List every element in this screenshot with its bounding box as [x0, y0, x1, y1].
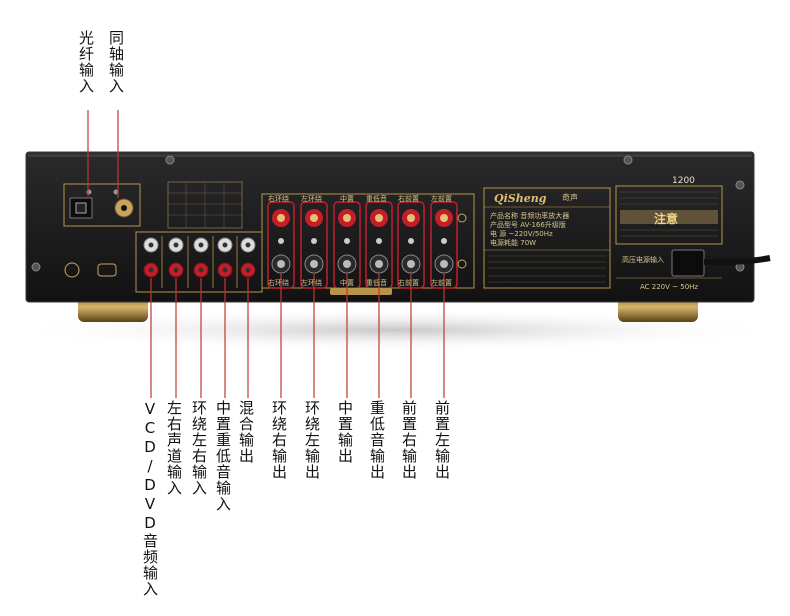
terminal-label-bottom: 右前置 [398, 279, 419, 287]
brand-cn: 奇声 [562, 193, 578, 202]
spec-row: 电源耗能 70W [490, 239, 537, 247]
terminal-label-top: 左前置 [431, 195, 452, 203]
label-surround-left-out: 环绕左输出 [303, 400, 321, 480]
label-center-sub-input: 中置重低音输入 [214, 400, 232, 512]
spec-row: 电 源 ~220V/50Hz [490, 230, 553, 238]
power-rating: AC 220V ~ 50Hz [640, 283, 699, 291]
power-cord [703, 255, 771, 265]
rca-jacks [143, 237, 256, 278]
label-lr-input: 左右声道输入 [165, 400, 183, 496]
terminal-label-top: 重低音 [366, 195, 387, 203]
screw [623, 155, 633, 165]
terminal-label-bottom: 左环绕 [301, 279, 322, 287]
label-surround-lr-input: 环绕左右输入 [190, 400, 208, 496]
floor-shadow [5, 308, 785, 352]
spec-row: 产品型号 AV-166升级版 [490, 221, 566, 229]
terminal-label-top: 左环绕 [301, 195, 322, 203]
terminal-label-bottom: 左前置 [431, 279, 452, 287]
screw [165, 155, 175, 165]
terminal-label-top: 右前置 [398, 195, 419, 203]
label-optical-input: 光纤输入 [77, 30, 95, 94]
digital-input-block [63, 183, 141, 227]
warning-title: 注意 [654, 212, 679, 226]
terminal-label-bottom: 中置 [340, 279, 354, 287]
ccc-mark-icon [97, 263, 117, 277]
label-mix-output: 混合输出 [237, 400, 255, 464]
label-subwoofer-out: 重低音输出 [368, 400, 386, 480]
terminal-label-top: 右环绕 [268, 195, 289, 203]
screw [31, 262, 41, 272]
warning-plate [615, 185, 723, 245]
chassis [25, 151, 755, 303]
spec-label-plate [483, 187, 611, 289]
label-vcd-dvd-input: VCD/DVD音频输入 [141, 400, 159, 597]
label-front-right-out: 前置右输出 [400, 400, 418, 480]
label-surround-right-out: 环绕右输出 [270, 400, 288, 480]
power-socket [671, 249, 705, 277]
terminal-label-bottom: 重低音 [366, 279, 387, 287]
cert-mark-icon [64, 262, 80, 278]
brand-logo: QiSheng [494, 192, 547, 205]
power-label: 高压电源输入 [622, 256, 664, 264]
terminal-label-top: 中置 [340, 195, 354, 203]
label-center-out: 中置输出 [336, 400, 354, 464]
terminal-label-bottom: 右环绕 [268, 279, 289, 287]
spec-row: 产品名称 音频功率放大器 [490, 212, 570, 220]
callout-lines [87, 110, 445, 398]
label-coaxial-input: 同轴输入 [107, 30, 125, 94]
model-badge: 1200 [672, 176, 695, 186]
label-front-left-out: 前置左输出 [433, 400, 451, 480]
screw [735, 180, 745, 190]
